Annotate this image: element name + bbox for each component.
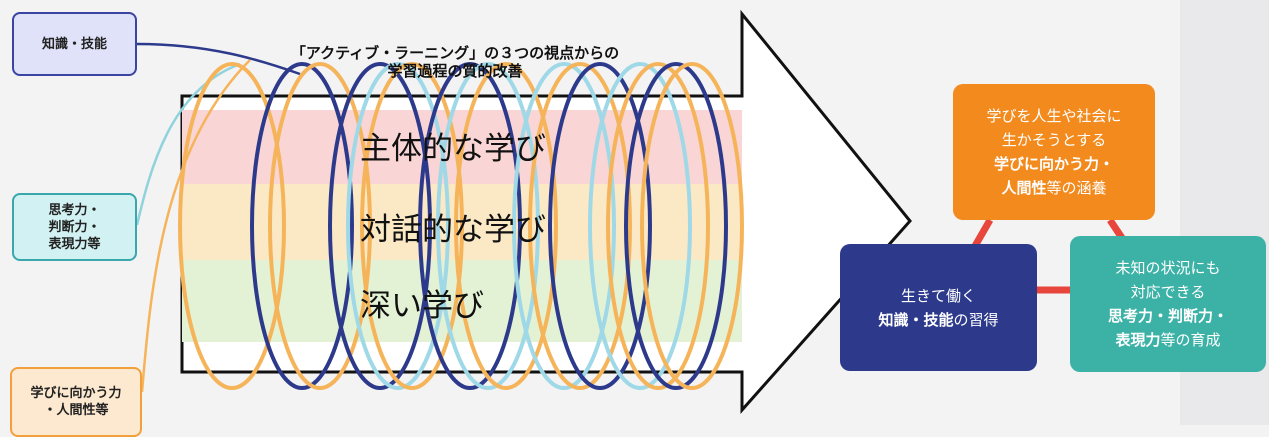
goal-motivation-line4: 人間性等の涵養 [1001,179,1107,197]
goal-knowledge-line2: 知識・技能の習得 [878,310,999,329]
goal-motivation-line1: 学びを人生や社会に [986,107,1122,125]
goal-box-motivation: 学びを人生や社会に 生かそうとする 学びに向かう力・ 人間性等の涵養 [953,84,1155,220]
link-orange-teal [1107,218,1125,240]
band-label-deep: 深い学び [360,288,484,324]
goal-thinking-line1: 未知の状況にも [1115,259,1221,277]
coil-rings [178,62,744,390]
diagram-canvas [135,9,1125,414]
motivation-humanity-box: 学びに向かう力 ・人間性等 [10,367,142,437]
diagram-header: 「アクティブ・ラーニング」の３つの視点からの 学習過程の質的改善 [290,44,620,80]
connector-thinking [135,62,241,226]
band-label-dialogic: 対話的な学び [360,212,546,248]
goal-thinking-line2: 対応できる [1130,283,1206,301]
knowledge-skill-box: 知識・技能 [12,12,137,76]
connector-knowledge [136,42,301,76]
goal-box-knowledge: 生きて働く 知識・技能の習得 [840,244,1037,371]
thinking-judgment-expression-box: 思考力・ 判断力・ 表現力等 [12,193,137,261]
link-orange-navy [971,218,994,248]
connector-motivation [140,59,251,393]
band-label-proactive: 主体的な学び [360,131,546,167]
goal-box-thinking: 未知の状況にも 対応できる 思考力・判断力・ 表現力等の育成 [1070,236,1266,372]
goal-motivation-line3: 学びに向かう力・ [993,155,1114,173]
goal-knowledge-line1: 生きて働く [900,286,976,305]
goal-thinking-line4: 表現力等の育成 [1115,331,1221,349]
goal-motivation-line2: 生かそうとする [1001,131,1107,149]
goal-thinking-line3: 思考力・判断力・ [1107,307,1228,325]
